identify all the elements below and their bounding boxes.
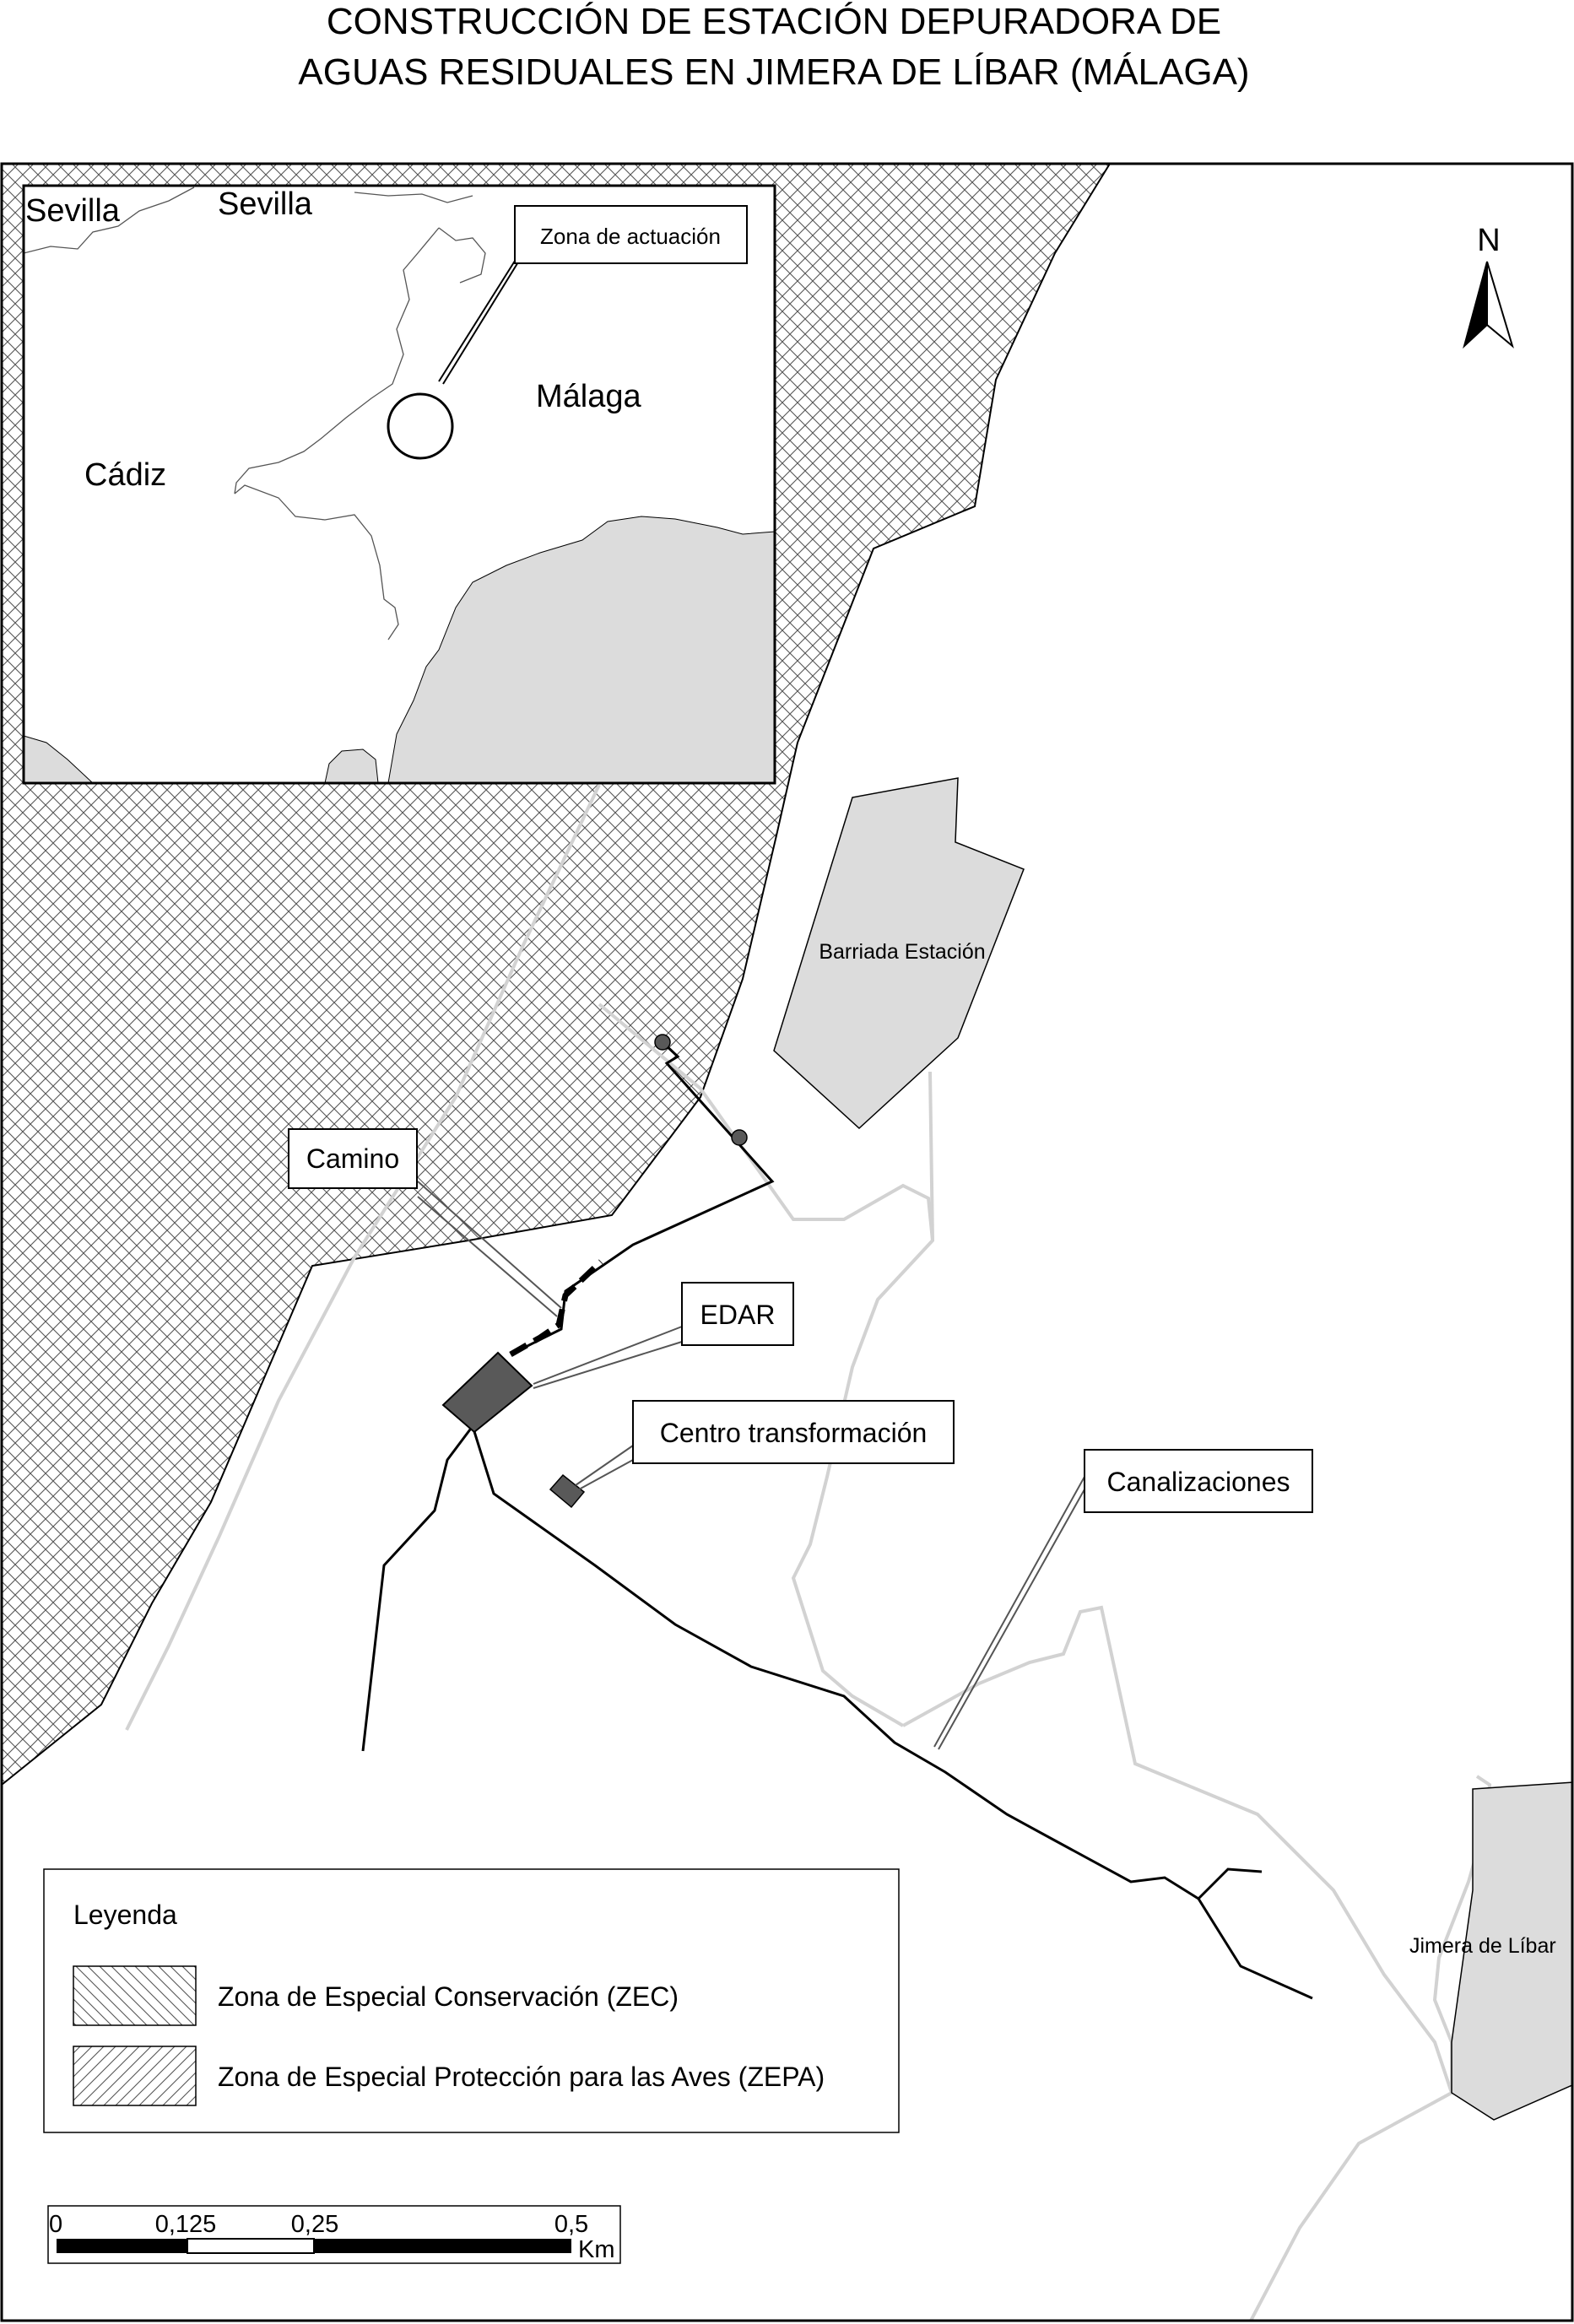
inset-callout-label: Zona de actuación <box>540 224 721 249</box>
inset-study-area-marker <box>387 392 454 460</box>
inset-label-cadiz: Cádiz <box>84 457 166 493</box>
urban-area-jimera <box>1451 1781 1572 2121</box>
legend-label-zepa: Zona de Especial Protección para las Ave… <box>218 2062 825 2092</box>
inset-sea-small <box>324 749 379 783</box>
legend-item-zec: Zona de Especial Conservación (ZEC) <box>73 1965 679 2026</box>
inset-province-borders <box>24 186 486 640</box>
inset-label-sevilla-2: Sevilla <box>218 186 313 222</box>
callout-label-canalizaciones: Canalizaciones <box>1106 1467 1290 1497</box>
callout-canalizaciones: Canalizaciones <box>933 1449 1313 1750</box>
pipeline-endpoint-marker <box>731 1129 748 1146</box>
inset-sea-mediterranean <box>387 516 775 783</box>
legend-title: Leyenda <box>73 1900 177 1930</box>
callout-label-centro: Centro transformación <box>660 1418 928 1448</box>
north-arrow-label: N <box>1477 223 1500 258</box>
callout-label-camino: Camino <box>306 1143 399 1174</box>
scale-tick-0: 0 <box>49 2211 62 2238</box>
access-path <box>509 1259 603 1358</box>
legend-item-zepa: Zona de Especial Protección para las Ave… <box>73 2046 825 2106</box>
inset-map: Sevilla Sevilla Cádiz Málaga Zona de act… <box>22 184 776 785</box>
callout-label-edar: EDAR <box>700 1300 776 1330</box>
scale-tick-025: 0,25 <box>291 2211 338 2238</box>
north-arrow-icon <box>1463 261 1488 349</box>
callout-edar: EDAR <box>533 1282 794 1389</box>
urban-area-barriada <box>773 777 1025 1130</box>
map-title-line1: CONSTRUCCIÓN DE ESTACIÓN DEPURADORA DE <box>327 1 1221 42</box>
pipeline-endpoint-marker <box>654 1034 671 1051</box>
callout-camino: Camino <box>288 1128 562 1317</box>
callout-centro: Centro transformación <box>575 1400 955 1490</box>
inset-callout-box <box>514 205 748 264</box>
place-label-jimera: Jimera de Líbar <box>1409 1934 1556 1958</box>
scale-bar: 0 0,125 0,25 0,5 Km <box>47 2205 621 2264</box>
inset-frame <box>22 184 776 785</box>
inset-label-malaga: Málaga <box>536 379 641 414</box>
legend-swatch-zec <box>73 1965 197 2026</box>
inset-label-sevilla-1: Sevilla <box>25 193 121 229</box>
inset-sea-atlantic <box>24 735 94 783</box>
legend-label-zec: Zona de Especial Conservación (ZEC) <box>218 1981 679 2012</box>
legend-swatch-zepa <box>73 2046 197 2106</box>
map-title-line2: AGUAS RESIDUALES EN JIMERA DE LÍBAR (MÁL… <box>298 51 1249 93</box>
scale-tick-05: 0,5 <box>554 2211 588 2238</box>
roads <box>125 784 1492 2321</box>
legend: Leyenda Zona de Especial Conservación (Z… <box>43 1868 900 2133</box>
edar-plant <box>441 1351 533 1434</box>
place-label-barriada: Barriada Estación <box>819 940 985 964</box>
transformer-center <box>549 1473 586 1509</box>
scale-unit: Km <box>578 2236 615 2263</box>
north-arrow: N <box>1463 223 1514 349</box>
scale-tick-0125: 0,125 <box>155 2211 217 2238</box>
map-frame <box>0 162 1574 2322</box>
